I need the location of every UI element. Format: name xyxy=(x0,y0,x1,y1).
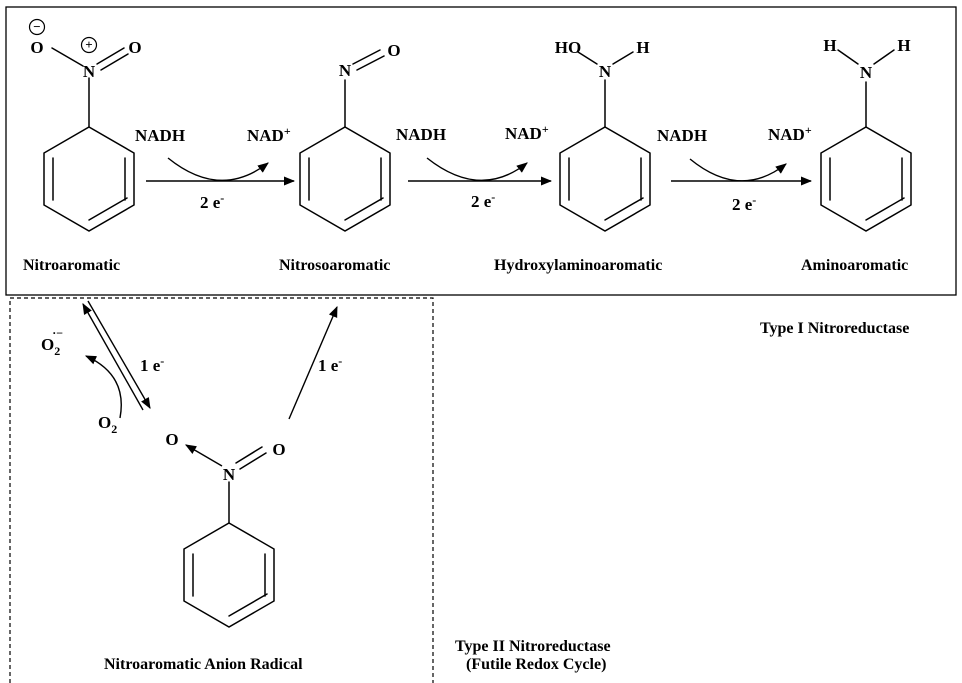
nitro-n-o-double-b xyxy=(100,53,129,71)
amino-n-h-right xyxy=(873,49,895,65)
radical-o-right: O xyxy=(272,440,285,459)
type-two-caption-line1: Type II Nitroreductase xyxy=(455,638,611,655)
step3-reductant: NADH xyxy=(657,126,707,145)
hydroxyl-n-o-bond xyxy=(577,51,598,65)
nitro-o-right: O xyxy=(128,38,141,57)
aminoaromatic-ring xyxy=(820,126,912,232)
amino-h-left: H xyxy=(823,36,836,55)
radical-n-o-arrow xyxy=(185,444,223,467)
electron-right: 1 e- xyxy=(318,354,342,375)
oxygen-reactant: O2 xyxy=(98,413,117,436)
nitrosoaromatic-ring xyxy=(299,126,391,232)
nitro-n-o-single xyxy=(51,47,84,67)
minus-charge-circle xyxy=(28,18,46,36)
superoxide: O2·− xyxy=(41,326,63,358)
hydroxyl-ho: HO xyxy=(555,38,581,57)
radical-name: Nitroaromatic Anion Radical xyxy=(104,656,303,673)
step2-reductant: NADH xyxy=(396,125,446,144)
redox-arrow-up xyxy=(82,303,144,411)
amino-h-right: H xyxy=(897,36,910,55)
step1-electrons: 2 e- xyxy=(200,191,224,212)
radical-o-left: O xyxy=(165,430,178,449)
hydroxyl-h: H xyxy=(636,38,649,57)
step1-reductant: NADH xyxy=(135,126,185,145)
radical-to-nitroso-arrow xyxy=(288,305,338,420)
radical-n-o-double-b xyxy=(239,452,267,470)
redox-arrow-down xyxy=(87,300,151,409)
compound-name-nitrosoaromatic: Nitrosoaromatic xyxy=(279,257,390,274)
radical-n-o-double-a xyxy=(235,446,263,464)
compound-name-nitroaromatic: Nitroaromatic xyxy=(23,257,120,274)
nitroso-n: N xyxy=(339,61,352,80)
type-two-box xyxy=(9,297,434,683)
nitroso-o: O xyxy=(387,41,400,60)
electron-left: 1 e- xyxy=(140,354,164,375)
oxygen-curved-arrow xyxy=(84,355,122,419)
compound-name-aminoaromatic: Aminoaromatic xyxy=(801,257,908,274)
nitroso-n-o-b xyxy=(356,55,385,71)
radical-n: N xyxy=(223,465,236,484)
nitro-n: N xyxy=(83,62,96,81)
step2-electrons: 2 e- xyxy=(471,190,495,211)
amino-n-h-left xyxy=(837,49,859,65)
step3-product: NAD+ xyxy=(768,123,812,144)
anion-radical-ring xyxy=(183,522,275,628)
step3-cofactor-arrow xyxy=(689,158,787,182)
minus-charge: − xyxy=(33,19,40,34)
step2-product: NAD+ xyxy=(505,122,549,143)
hydroxylaminoaromatic-ring xyxy=(559,126,651,232)
type-one-caption: Type I Nitroreductase xyxy=(760,320,909,337)
type-one-box xyxy=(5,6,957,296)
plus-charge: + xyxy=(85,37,92,52)
nitro-o-left: O xyxy=(30,38,43,57)
compound-name-hydroxylaminoaromatic: Hydroxylaminoaromatic xyxy=(494,257,662,274)
amino-n: N xyxy=(860,63,873,82)
type-two-caption-line2: (Futile Redox Cycle) xyxy=(466,656,606,673)
step3-electrons: 2 e- xyxy=(732,193,756,214)
nitro-n-o-double-a xyxy=(96,47,125,65)
step2-cofactor-arrow xyxy=(426,157,528,182)
nitroso-n-o-a xyxy=(352,49,381,65)
plus-charge-circle xyxy=(80,36,98,54)
step1-product: NAD+ xyxy=(247,124,291,145)
hydroxyl-n: N xyxy=(599,62,612,81)
hydroxyl-n-h-bond xyxy=(612,51,634,65)
nitroaromatic-ring xyxy=(43,126,135,232)
step1-cofactor-arrow xyxy=(167,157,269,182)
